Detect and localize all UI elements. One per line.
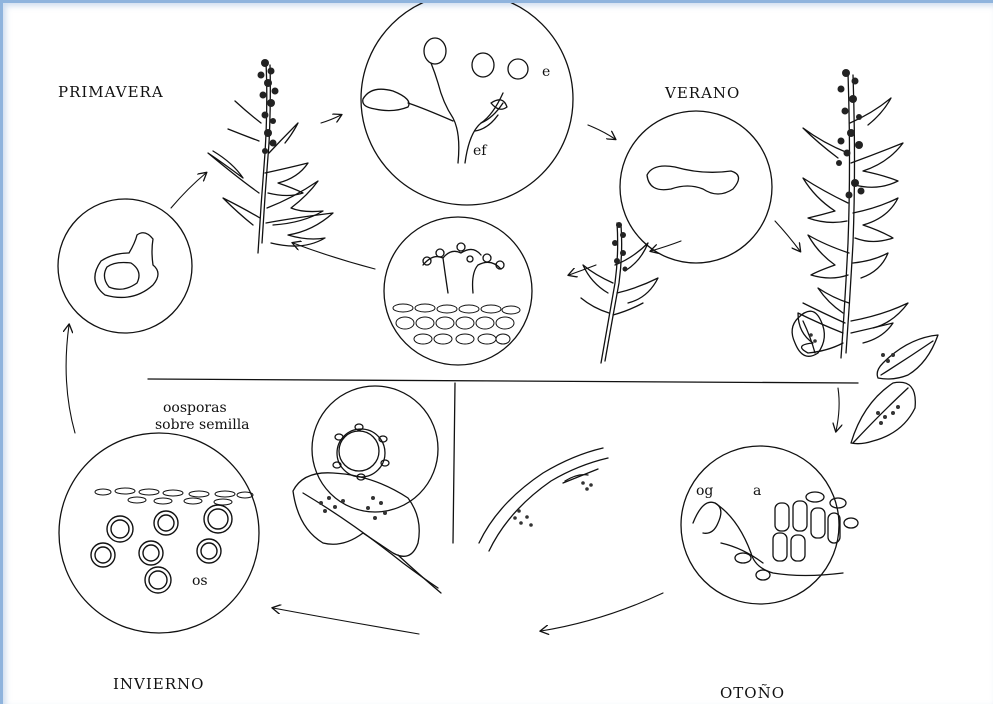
season-divider-lines — [148, 379, 858, 543]
season-summer: VERANO — [665, 84, 740, 102]
sporangium-circle — [620, 111, 772, 263]
label-ef: ef — [473, 143, 486, 159]
germinating-oospore-circle — [58, 199, 192, 333]
oospores-circle — [59, 433, 259, 633]
infected-tissue-circle — [384, 217, 532, 365]
season-spring: PRIMAVERA — [58, 83, 164, 101]
label-oospores-line2: sobre semilla — [155, 417, 250, 433]
illustration — [3, 3, 993, 704]
seed-oospore-circle — [312, 386, 438, 512]
plant-summer — [798, 69, 908, 358]
oogonium-antheridium-circle — [681, 446, 858, 604]
season-autumn: OTOÑO — [720, 684, 785, 702]
stem-fragment — [479, 448, 608, 551]
label-oospores-line1: oosporas — [163, 400, 227, 416]
plant-spring — [208, 59, 333, 253]
plant-small-summer — [581, 222, 658, 363]
sporangiophore-circle — [361, 3, 573, 205]
seedling-leaf — [293, 473, 441, 593]
season-winter: INVIERNO — [113, 675, 204, 693]
infected-leaves — [792, 311, 938, 443]
label-e: e — [542, 64, 550, 80]
label-os: os — [192, 573, 208, 589]
label-og: og — [696, 483, 713, 499]
label-a: a — [753, 483, 761, 499]
